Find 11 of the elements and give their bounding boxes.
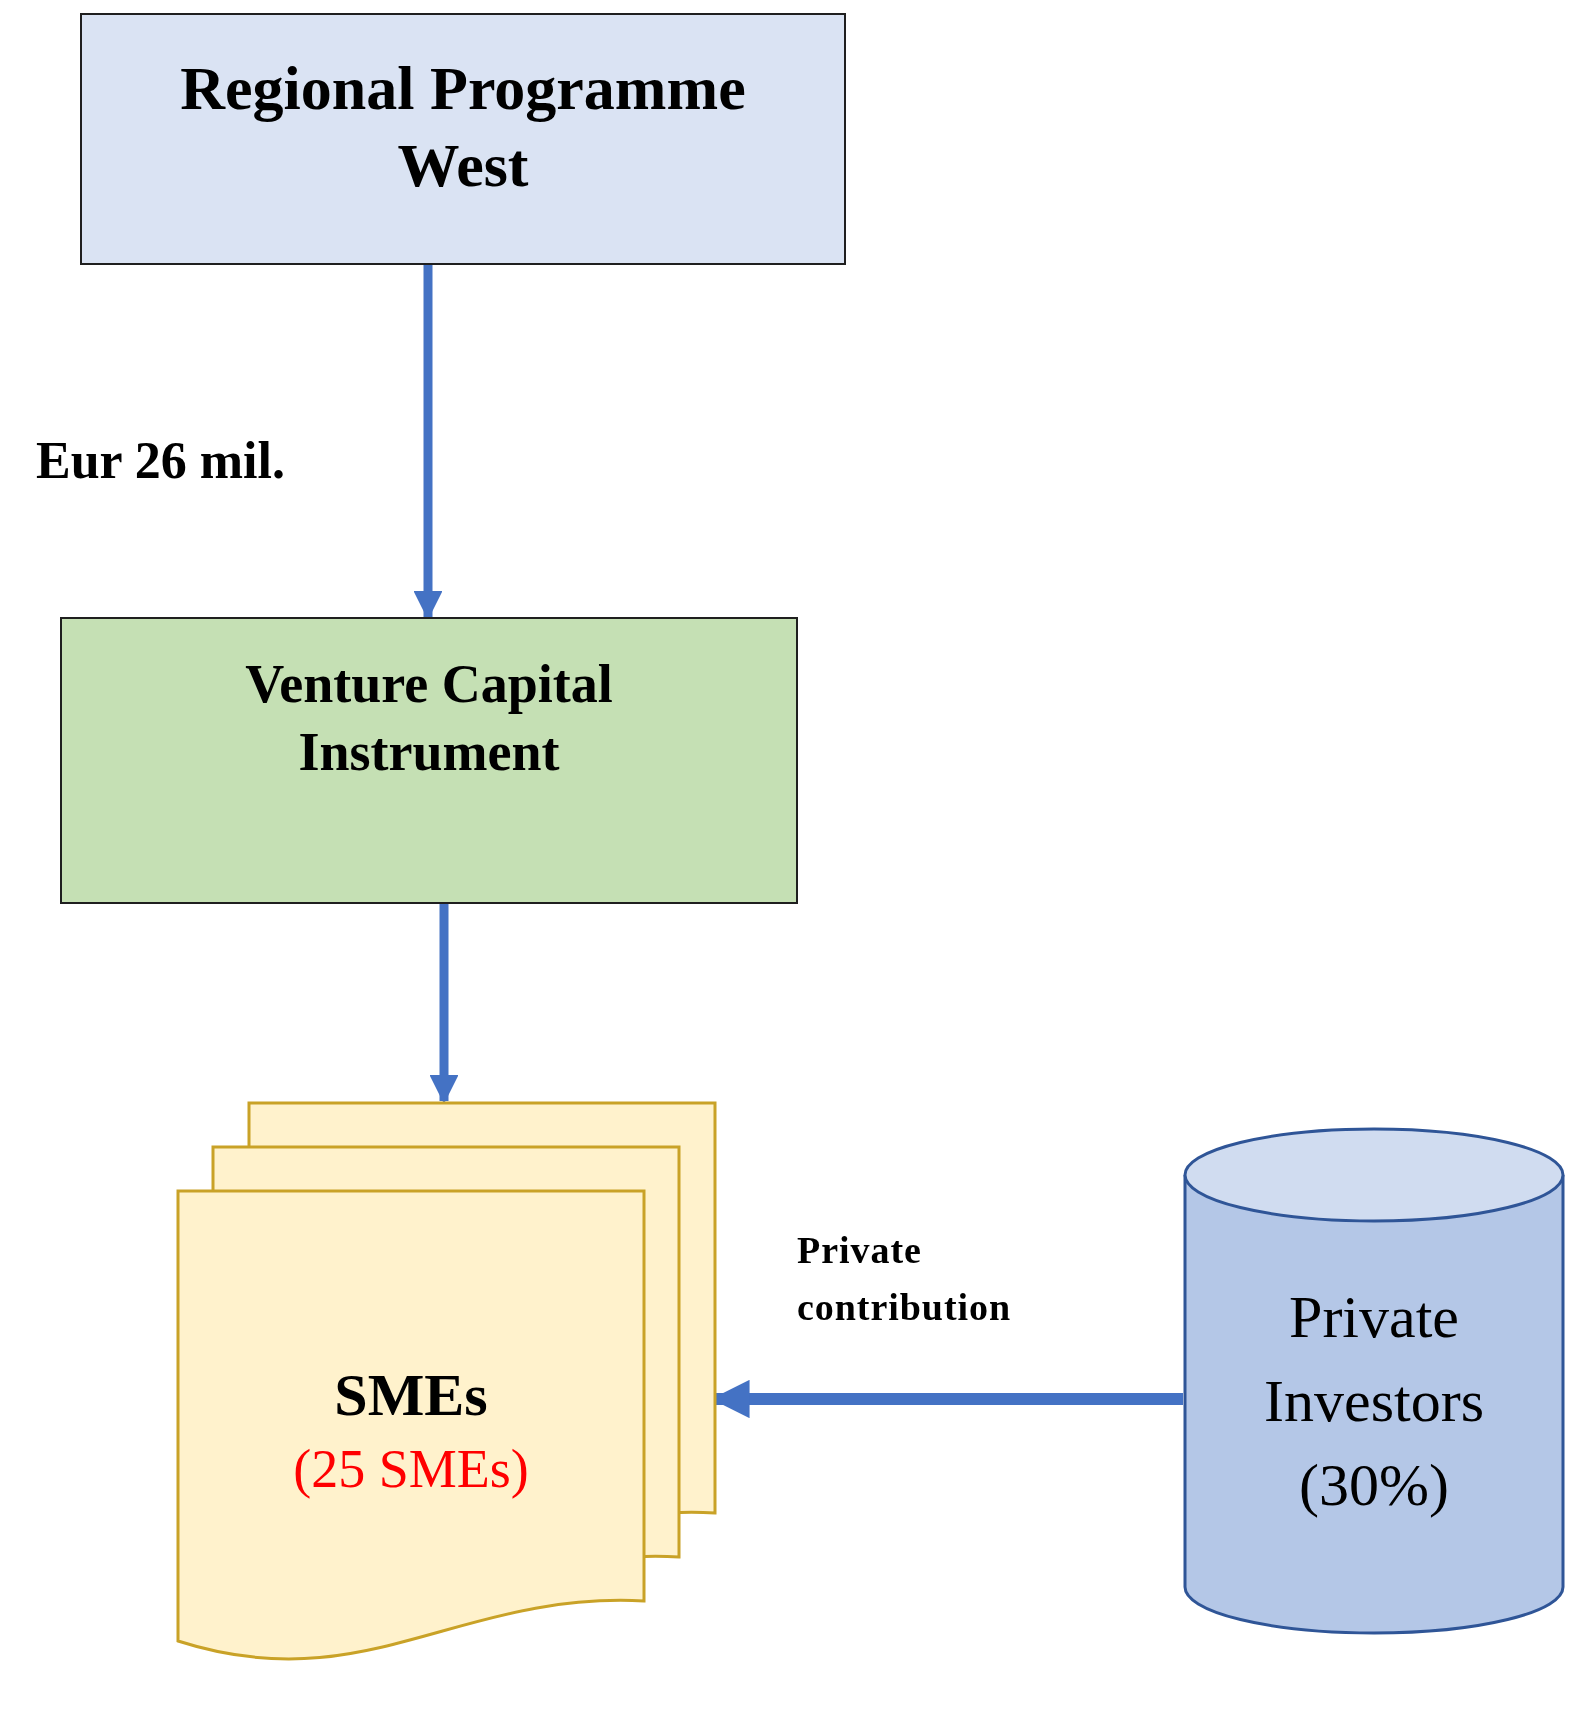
amount-label: Eur 26 mil.	[36, 431, 285, 491]
process-box	[80, 13, 846, 265]
arrow	[429, 904, 459, 1104]
node-text: Private Investors (30%)	[1263, 1283, 1485, 1520]
node-subtitle: (25 SMEs)	[293, 1438, 529, 1501]
edge-label: Private contribution	[797, 1228, 1013, 1330]
process-box	[60, 617, 798, 904]
arrow	[413, 265, 443, 620]
node-text: Venture Capital Instrument	[244, 653, 614, 784]
node-text: Regional Programme West	[179, 52, 747, 201]
node-title: SMEs	[334, 1361, 488, 1430]
